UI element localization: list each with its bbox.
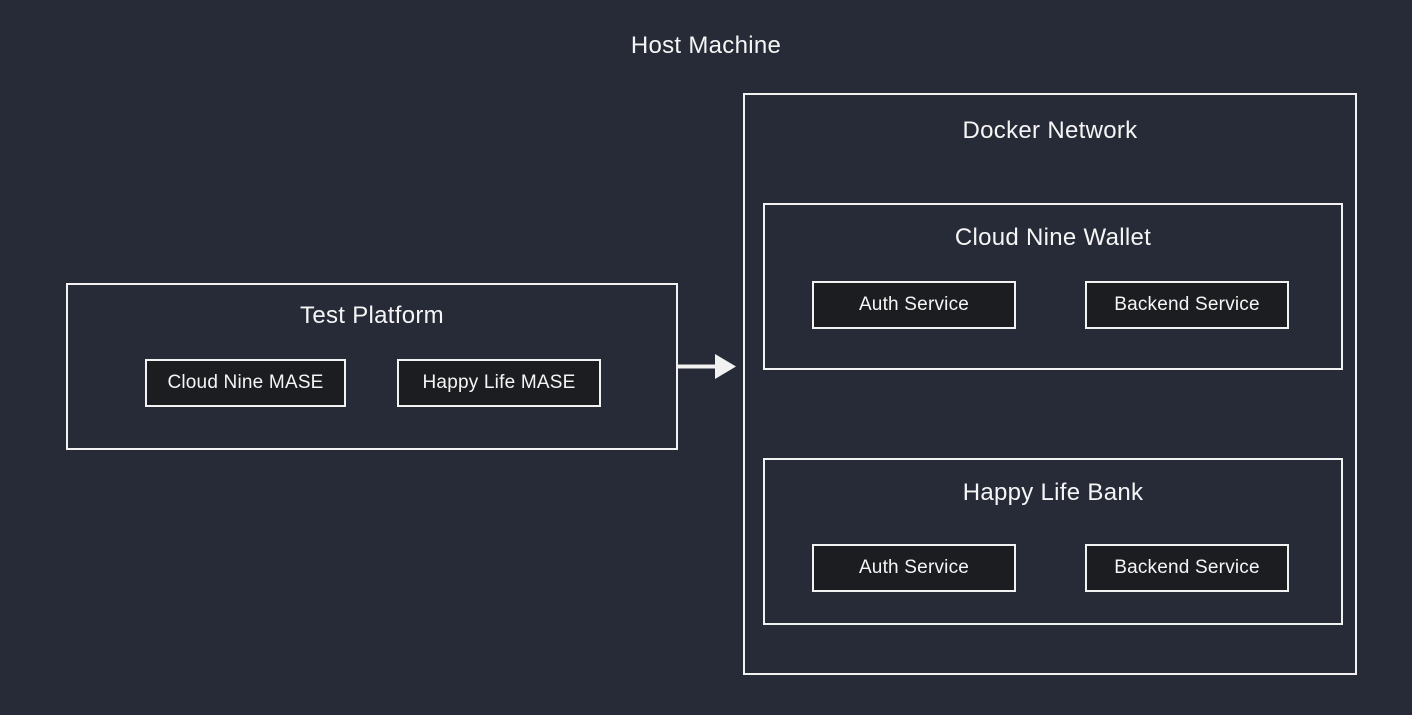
cloud-nine-wallet-backend-service-box: Backend Service — [1085, 281, 1289, 329]
cloud-nine-wallet-title: Cloud Nine Wallet — [954, 224, 1152, 251]
node-happy-life-mase: Happy Life MASE — [397, 359, 601, 407]
node-cloud-nine-mase: Cloud Nine MASE — [145, 359, 346, 407]
arrow-right-connector — [678, 354, 736, 379]
docker-network-box: Docker Network Cloud Nine Wallet Auth Se… — [743, 93, 1357, 675]
happy-life-bank-auth-service-box: Auth Service — [812, 544, 1016, 592]
test-platform-title: Test Platform — [300, 302, 444, 329]
test-platform-node-row: Cloud Nine MASE Happy Life MASE — [145, 359, 601, 407]
happy-life-bank-service-row: Auth Service Backend Service — [812, 544, 1289, 592]
host-machine-title: Host Machine — [630, 32, 782, 59]
group-cloud-nine-wallet: Cloud Nine Wallet Auth Service Backend S… — [763, 203, 1343, 370]
cloud-nine-wallet-auth-service-box: Auth Service — [812, 281, 1016, 329]
group-happy-life-bank: Happy Life Bank Auth Service Backend Ser… — [763, 458, 1343, 625]
test-platform-box: Test Platform Cloud Nine MASE Happy Life… — [66, 283, 678, 450]
happy-life-bank-title: Happy Life Bank — [962, 479, 1144, 506]
cloud-nine-wallet-service-row: Auth Service Backend Service — [812, 281, 1289, 329]
docker-network-title: Docker Network — [962, 117, 1138, 144]
happy-life-bank-backend-service-box: Backend Service — [1085, 544, 1289, 592]
